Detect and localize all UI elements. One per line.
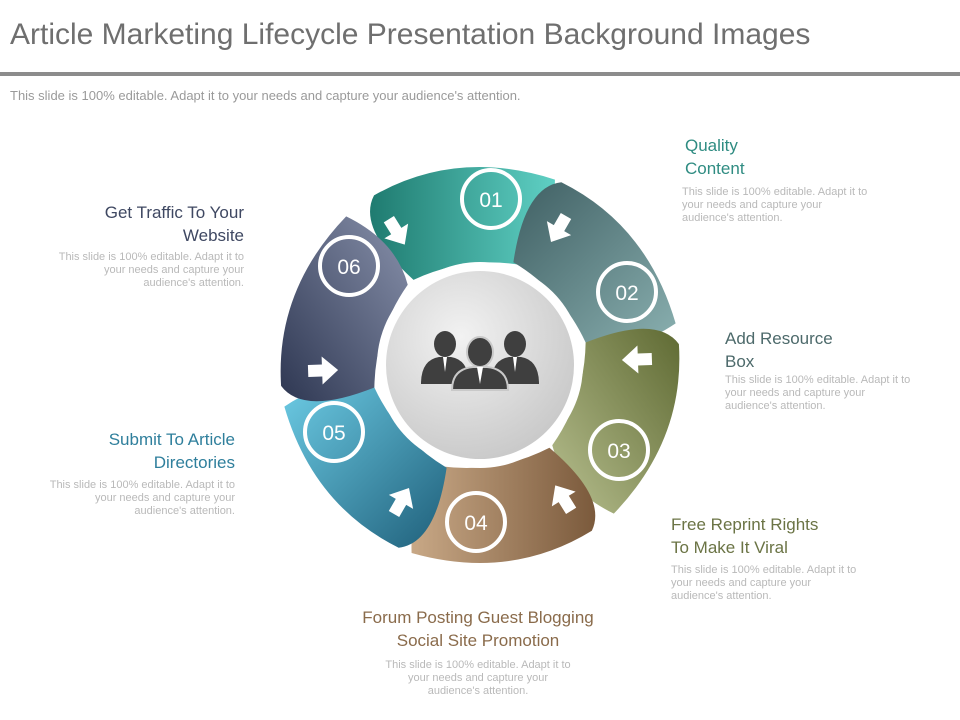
flow-arrow-icon	[388, 487, 414, 517]
step-2-title-line2: Box	[725, 352, 755, 371]
step-2-title-line1: Add Resource	[725, 329, 833, 348]
step-2-description: This slide is 100% editable. Adapt it to…	[725, 374, 910, 413]
step-1-desc-line3: audience's attention.	[682, 212, 783, 224]
step-6-title: Get Traffic To Your Website	[20, 201, 244, 247]
step-1-title-line2: Content	[685, 159, 745, 178]
step-3-description: This slide is 100% editable. Adapt it to…	[671, 564, 856, 603]
step-1-desc-line2: your needs and capture your	[682, 199, 823, 211]
step-number: 04	[464, 512, 488, 535]
step-6-desc-line1: This slide is 100% editable. Adapt it to	[58, 251, 244, 263]
step-number: 02	[615, 282, 638, 305]
segment-01	[370, 167, 555, 280]
step-number: 05	[322, 422, 345, 445]
step-4-title-line1: Forum Posting Guest Blogging	[362, 608, 594, 627]
step-6-desc-line2: your needs and capture your	[103, 264, 244, 276]
segment-02	[513, 182, 676, 346]
step-2-desc-line1: This slide is 100% editable. Adapt it to	[725, 374, 911, 386]
step-5-description: This slide is 100% editable. Adapt it to…	[20, 479, 235, 518]
step-badge-ring	[460, 168, 522, 230]
flow-arrow-icon	[546, 213, 572, 243]
step-number: 01	[479, 189, 502, 212]
step-4-title: Forum Posting Guest Blogging Social Site…	[328, 606, 628, 652]
step-4-desc-line3: audience's attention.	[427, 685, 529, 697]
step-5-desc-line1: This slide is 100% editable. Adapt it to	[49, 479, 235, 491]
step-3-desc-line1: This slide is 100% editable. Adapt it to	[671, 564, 857, 576]
step-5-title-line1: Submit To Article	[108, 430, 235, 449]
step-5-desc-line3: audience's attention.	[134, 505, 235, 517]
step-2-title: Add Resource Box	[725, 327, 833, 373]
slide-subtitle: This slide is 100% editable. Adapt it to…	[10, 88, 521, 103]
step-badge-ring	[318, 235, 380, 297]
step-5-desc-line2: your needs and capture your	[94, 492, 235, 504]
step-3-desc-line3: audience's attention.	[671, 590, 772, 602]
step-2-desc-line3: audience's attention.	[725, 400, 826, 412]
slide-title: Article Marketing Lifecycle Presentation…	[10, 18, 811, 51]
step-badge-ring	[303, 401, 365, 463]
step-4-description: This slide is 100% editable. Adapt it to…	[328, 659, 628, 698]
step-badge-ring	[445, 491, 507, 553]
step-5-title: Submit To Article Directories	[20, 428, 235, 474]
people-group-icon	[421, 331, 539, 391]
flow-arrow-icon	[551, 485, 577, 515]
segment-04	[411, 447, 596, 563]
badges-layer: 01 02 03 04 05 06	[303, 168, 658, 553]
step-4-title-line2: Social Site Promotion	[396, 631, 560, 650]
step-6-desc-line3: audience's attention.	[143, 277, 244, 289]
flow-arrow-icon	[383, 215, 409, 245]
step-number: 06	[337, 256, 360, 279]
step-3-title-line1: Free Reprint Rights	[671, 515, 819, 534]
step-3-desc-line2: your needs and capture your	[671, 577, 812, 589]
step-1-title: Quality Content	[685, 134, 745, 180]
flow-arrow-icon	[621, 345, 653, 374]
flow-arrow-icon	[307, 356, 339, 385]
step-1-title-line1: Quality	[685, 136, 738, 155]
step-6-description: This slide is 100% editable. Adapt it to…	[20, 251, 244, 290]
step-6-title-line2: Website	[182, 226, 244, 245]
segment-05	[284, 384, 447, 548]
step-1-description: This slide is 100% editable. Adapt it to…	[682, 186, 867, 225]
step-6-title-line1: Get Traffic To Your	[104, 203, 244, 222]
step-badge-ring	[596, 261, 658, 323]
title-divider	[0, 72, 960, 76]
step-3-title-line2: To Make It Viral	[671, 538, 788, 557]
step-1-desc-line1: This slide is 100% editable. Adapt it to	[682, 186, 868, 198]
step-5-title-line2: Directories	[153, 453, 235, 472]
step-2-desc-line2: your needs and capture your	[725, 387, 866, 399]
step-number: 03	[607, 440, 630, 463]
step-4-desc-line2: your needs and capture your	[407, 672, 549, 684]
step-3-title: Free Reprint Rights To Make It Viral	[671, 513, 818, 559]
step-badge-ring	[588, 419, 650, 481]
step-4-desc-line1: This slide is 100% editable. Adapt it to	[385, 659, 571, 671]
